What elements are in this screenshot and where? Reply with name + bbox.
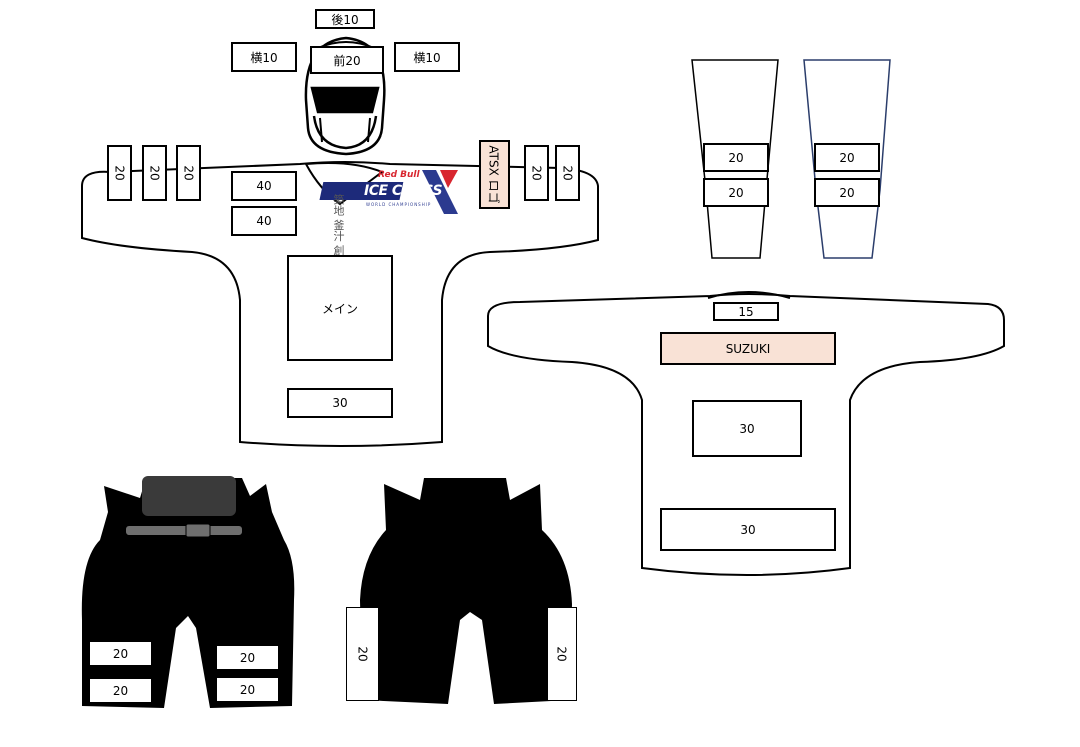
pants-front-left-label-1: 20 [89,641,152,666]
logo-icecross-text: ICE CROSS [364,183,443,199]
logo-world-text: WORLD CHAMPIONSHIP [366,202,432,207]
back-low-label: 30 [660,508,836,551]
back-name-label: SUZUKI [660,332,836,365]
helmet-side-left-label: 横10 [231,42,297,72]
front-lower-label: 30 [287,388,393,418]
sock-left-label-2: 20 [703,178,769,207]
pants-back-left-label: 20 [346,607,379,701]
front-sleeve-left-label-3: 20 [176,145,201,201]
front-chest-bottom-label: 40 [231,206,297,236]
sock-right-label-2: 20 [814,178,880,207]
front-sleeve-left-label-2: 20 [142,145,167,201]
helmet-side-right-label: 横10 [394,42,460,72]
red-bull-ice-cross-logo [319,170,458,214]
helmet-front-label: 前20 [310,46,384,74]
front-chest-top-label: 40 [231,171,297,201]
sock-right-label-1: 20 [814,143,880,172]
pants-front-right-label-2: 20 [216,677,279,702]
pants-back-right-label: 20 [547,607,577,701]
logo-redbull-text: Red Bull [378,170,420,180]
atsx-logo-label: ATSX ロゴ [479,140,510,209]
back-mid-label: 30 [692,400,802,457]
front-main-label: メイン [287,255,393,361]
pants-back-shape [360,478,572,704]
pants-front-left-label-2: 20 [89,678,152,703]
helmet-back-label: 後10 [315,9,375,29]
front-sleeve-right-label-2: 20 [555,145,580,201]
front-sleeve-left-label-1: 20 [107,145,132,201]
back-number-label: 15 [713,302,779,321]
pants-front-right-label-1: 20 [216,645,279,670]
pants-front-shape [81,476,295,708]
sock-left-label-1: 20 [703,143,769,172]
front-sleeve-right-label-1: 20 [524,145,549,201]
